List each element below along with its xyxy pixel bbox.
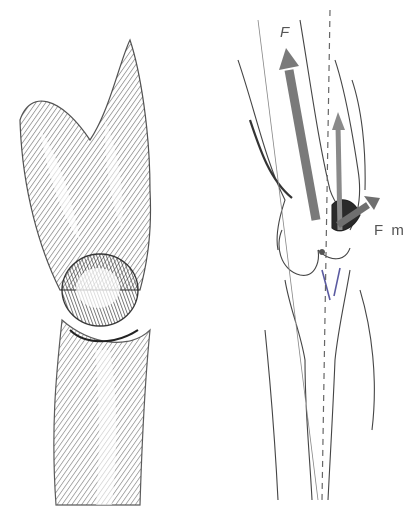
label-f: F [280, 24, 289, 41]
tibia-outline-2 [328, 270, 350, 500]
thigh-shape [20, 40, 151, 290]
right-knee-diagram [238, 10, 380, 500]
force-arrow-f-head [279, 48, 299, 70]
joint-center [319, 249, 325, 255]
ligament-mark [322, 268, 340, 300]
left-knee-drawing [20, 40, 151, 505]
patella-highlight [76, 268, 120, 308]
femur-outline [238, 60, 285, 250]
calf-contour [360, 290, 374, 430]
tibia-outline [285, 280, 312, 500]
fibula-outline [265, 330, 278, 500]
label-fm: F m [374, 222, 406, 239]
axis-line-2 [258, 20, 318, 500]
force-arrow-fm [338, 125, 340, 230]
thigh-contour [250, 120, 292, 198]
force-arrow-fm-head [332, 112, 345, 130]
